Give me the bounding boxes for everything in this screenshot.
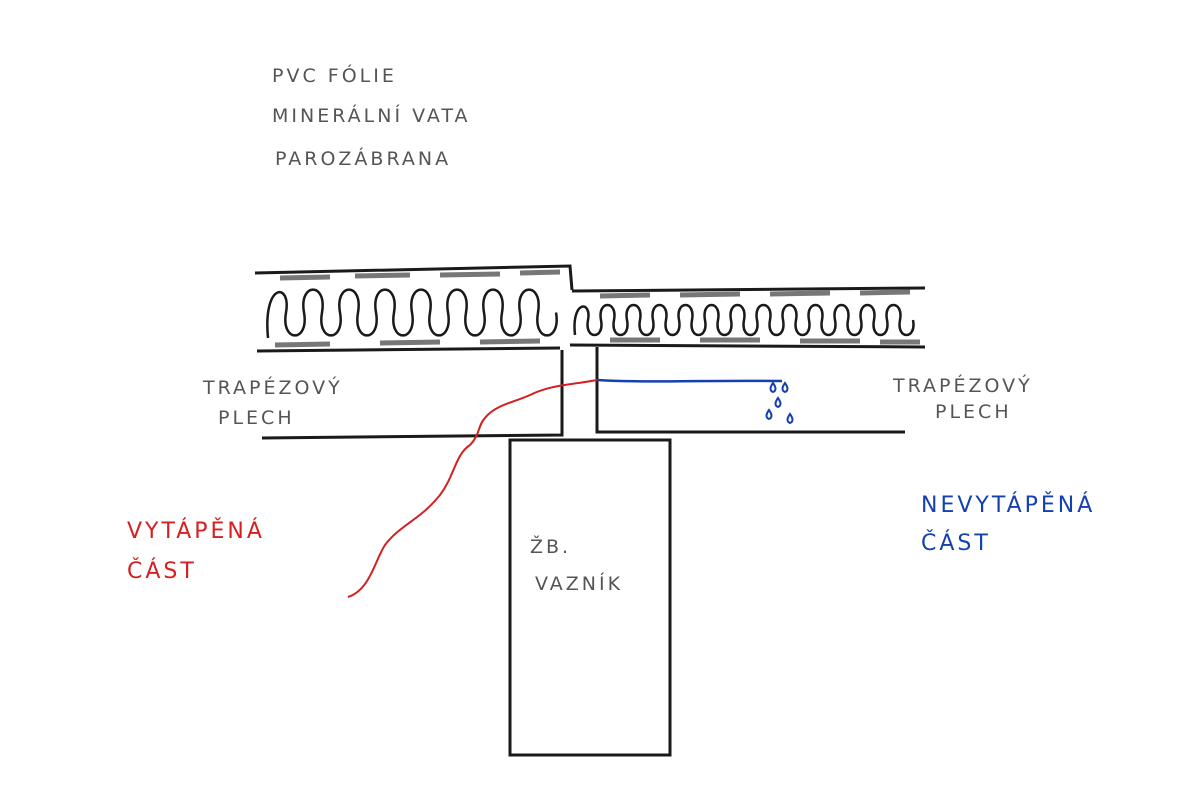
condensation-drops-icon (765, 381, 794, 425)
left-trapezoidal-sheet (261, 350, 564, 440)
layer-legend: PVC FÓLIE MINERÁLNÍ VATA PAROZÁBRANA (272, 63, 471, 170)
right-trapezoidal-sheet (595, 347, 905, 434)
water-drop-icon (769, 381, 777, 394)
heated-zone-label-1: VYTÁPĚNÁ (127, 518, 265, 544)
left-slab-bottom-line (256, 346, 561, 353)
legend-item-pvc: PVC FÓLIE (272, 63, 397, 87)
membrane-dashes (274, 269, 920, 348)
left-roof-slab (254, 264, 574, 353)
right-slab-bottom-line (569, 343, 926, 349)
vapor-barrier-dashes (274, 337, 920, 348)
concrete-beam (508, 438, 672, 757)
beam-label-1: ŽB. (530, 535, 571, 558)
water-drop-icon (765, 408, 773, 421)
heated-air-path (347, 379, 598, 598)
left-sheet-label-2: PLECH (218, 407, 295, 429)
heated-zone-label-2: ČÁST (127, 558, 197, 584)
left-slab-top-line (254, 264, 574, 291)
unheated-zone-label-1: NEVYTÁPĚNÁ (921, 492, 1095, 518)
unheated-zone-label-2: ČÁST (921, 530, 991, 556)
water-drop-icon (781, 381, 789, 394)
sheet-labels: TRAPÉZOVÝ PLECH TRAPÉZOVÝ PLECH ŽB. VAZN… (202, 374, 1033, 595)
left-sheet-label-1: TRAPÉZOVÝ (202, 376, 343, 399)
legend-item-mineral-wool: MINERÁLNÍ VATA (272, 104, 471, 127)
moisture-line (596, 378, 783, 383)
right-sheet-label-1: TRAPÉZOVÝ (892, 374, 1033, 397)
left-mineral-wool (266, 288, 558, 339)
trapezoidal-sheets (261, 347, 905, 440)
right-mineral-wool (573, 303, 915, 337)
right-roof-slab (569, 286, 926, 349)
zone-labels: VYTÁPĚNÁ ČÁST NEVYTÁPĚNÁ ČÁST (127, 492, 1095, 584)
right-slab-top-line (571, 286, 926, 293)
pvc-foil-dashes (279, 269, 911, 299)
right-sheet-label-2: PLECH (935, 401, 1012, 423)
water-drop-icon (786, 412, 794, 425)
legend-item-vapor-barrier: PAROZÁBRANA (275, 147, 451, 170)
beam-label-2: VAZNÍK (535, 572, 623, 595)
water-drop-icon (774, 396, 782, 409)
